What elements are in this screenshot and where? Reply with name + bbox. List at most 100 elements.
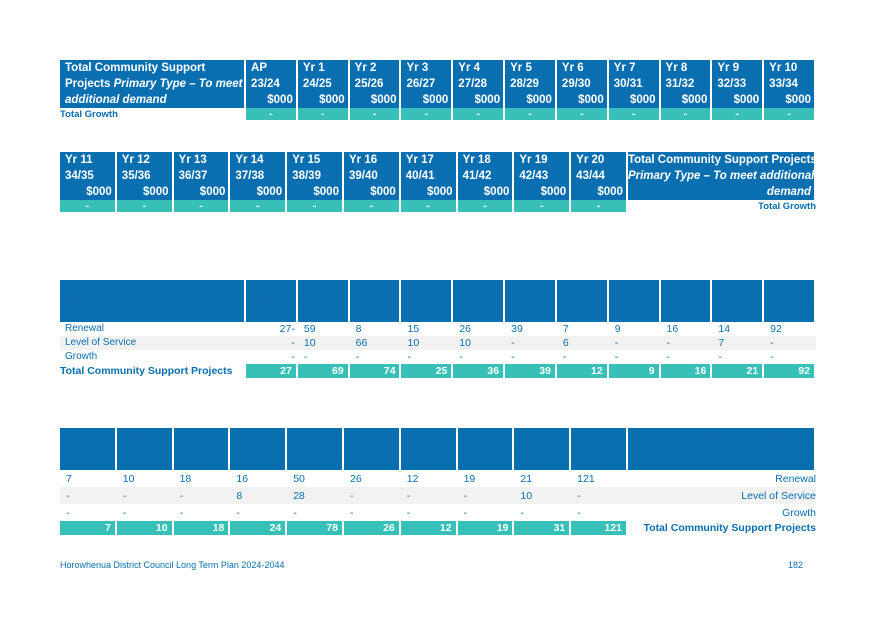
page-number: 182 [788,560,804,570]
col-unit: $000 [297,308,350,322]
col-year: 32/33 [712,76,765,92]
col-header: Yr 18 [457,152,515,168]
col-year: 23/24 [246,76,298,92]
col-year: 36/37 [173,442,231,456]
row-label: Renewal [65,323,104,334]
col-header: Yr 16 [343,428,401,442]
table-primary-type-ap-yr10: Total Community Support AP Yr 1 Yr 2 Yr … [60,280,816,378]
col-year: 42/43 [514,168,572,184]
total-label: Total Growth [758,200,816,212]
total-cell: 31 [514,521,572,535]
cell: 66 [349,336,402,350]
col-header: Yr 13 [173,152,231,168]
table-title: Total Community Support Projects [627,152,816,168]
col-year: 40/41 [400,442,458,456]
col-header: Yr 3 [401,60,454,76]
col-unit: $000 [453,92,506,108]
col-year: 43/44 [571,168,628,184]
total-cell: 36 [453,364,506,378]
total-label: Total Growth [60,108,118,120]
table-title: Total Community Support Projects [627,428,816,442]
col-header: Yr 18 [457,428,515,442]
col-header: Yr 2 [349,280,402,294]
table-growth-ap-yr10: Total Community Support AP Yr 1 Yr 2 Yr … [60,60,816,120]
total-cell: - [246,108,298,120]
table-growth-yr11-yr20: Yr 11 Yr 12 Yr 13 Yr 14 Yr 15 Yr 16 Yr 1… [60,152,816,212]
total-cell: 121 [571,521,628,535]
col-header: Yr 4 [453,60,506,76]
total-cell: 10 [116,521,174,535]
col-header: Yr 4 [453,280,506,294]
col-unit: $000 [401,92,454,108]
cell: - [400,487,458,504]
table-primary-type-yr11-yr20: Yr 11 Yr 12 Yr 13 Yr 14 Yr 15 Yr 16 Yr 1… [60,428,816,535]
col-year: 24/25 [297,294,350,308]
col-unit: $000 [400,456,458,470]
col-unit: $000 [287,456,344,470]
col-unit: $000 [401,308,454,322]
cell: 121 [577,472,595,485]
table-title: Projects Primary Type – To meet [60,76,247,92]
cell: - [343,487,401,504]
col-year: 30/31 [608,76,661,92]
cell: - [459,351,463,363]
total-cell: - [571,200,628,212]
total-cell: 12 [400,521,458,535]
col-unit: $000 [453,308,506,322]
col-header: Yr 12 [116,428,174,442]
cell: 10 [297,336,350,350]
cell: - [303,351,308,363]
col-unit: $000 [764,308,816,322]
cell: - [608,336,661,350]
col-year: 30/31 [608,294,661,308]
col-unit: $000 [400,184,458,200]
table-title: demand [627,184,816,200]
col-year: 28/29 [505,76,557,92]
total-cell: 24 [230,521,288,535]
row-label: Growth [65,351,98,362]
col-unit: $000 [712,308,765,322]
cell: - [770,351,774,363]
cell: - [66,506,70,519]
total-row: 7 10 18 24 78 26 12 19 31 121 Total Comm… [60,521,816,535]
col-year: 27/28 [453,294,506,308]
col-header: Yr 10 [764,280,816,294]
table-row: Renewal 27- 59 8 15 26 39 7 9 16 14 92 [60,322,816,336]
row-label: Renewal [775,472,816,485]
total-cell: - [453,108,506,120]
total-cell: - [349,108,402,120]
col-header: Yr 15 [287,152,344,168]
total-cell: 25 [401,364,454,378]
table-title: Primary Type – To meet additional [627,168,816,184]
col-unit: $000 [173,456,231,470]
cell: - [511,351,515,363]
cell: 50 [293,472,305,485]
total-cell: - [505,108,557,120]
table-title: Total Community Support [60,60,247,76]
total-cell: - [556,108,609,120]
col-year: 28/29 [505,294,557,308]
col-unit: $000 [457,184,515,200]
cell: - [122,506,127,519]
col-year: 39/40 [343,442,401,456]
col-year: 33/34 [764,76,816,92]
col-unit: $000 [349,92,402,108]
cell: 10 [453,336,506,350]
col-unit: $000 [514,456,572,470]
cell: 18 [179,472,192,485]
col-unit: $000 [571,184,628,200]
col-unit: $000 [349,308,402,322]
cell: 10 [514,487,572,504]
col-year: 40/41 [400,168,458,184]
col-header: Yr 9 [712,60,765,76]
total-cell: - [660,108,713,120]
col-header: Yr 19 [514,152,572,168]
col-unit: $000 [556,308,609,322]
table-title: additional demand [60,92,247,108]
col-header: Yr 5 [505,60,557,76]
col-header: Yr 15 [287,428,344,442]
total-row: Total Growth - - - - - - - - - - - [60,108,816,120]
col-header: Yr 7 [608,60,661,76]
cell: 26 [349,472,362,485]
col-unit: $000 [764,92,816,108]
